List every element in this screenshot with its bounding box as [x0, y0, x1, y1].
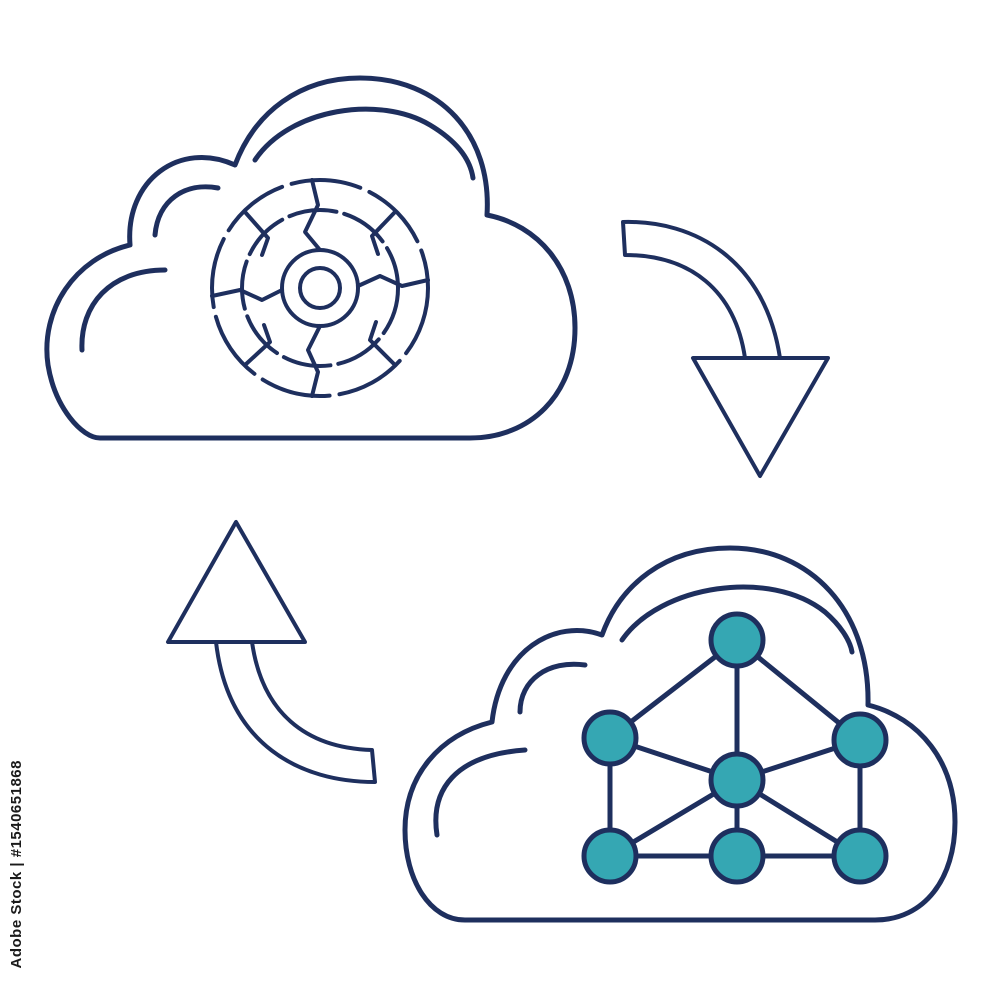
bottom-cloud-outline: [402, 545, 958, 923]
gear-crack-top: [303, 178, 322, 252]
stock-id-label: Adobe Stock | #1540651868: [8, 760, 25, 969]
gear-crack-diag-3: [243, 323, 272, 367]
arrow-down-icon: [621, 219, 830, 478]
top-cloud-highlight-1: [252, 106, 476, 181]
node-center: [708, 751, 766, 809]
network-edges: [607, 637, 863, 859]
node-bottom-right: [831, 827, 889, 885]
bottom-cloud-highlight-2: [517, 661, 588, 715]
bottom-cloud-highlight-3: [433, 747, 528, 838]
top-cloud-highlight-2: [152, 184, 221, 238]
gear-middle-ring: [240, 208, 400, 368]
arrow-down-shaft: [621, 219, 782, 360]
network-nodes: [581, 611, 889, 885]
node-bottom-left: [581, 827, 639, 885]
node-right: [831, 711, 889, 769]
bottom-cloud: [402, 545, 958, 923]
gear-crack-left: [210, 288, 284, 302]
arrow-down-head: [691, 356, 830, 478]
gear-crack-diag-4: [368, 320, 397, 367]
gear-inner-ring: [280, 248, 360, 328]
top-cloud-outline: [44, 75, 578, 441]
gear-core: [298, 266, 342, 310]
arrow-up-shaft: [214, 640, 377, 784]
top-cloud: [44, 75, 578, 441]
gear-crack-diag-2: [370, 210, 397, 256]
arrow-up-icon: [166, 520, 377, 784]
top-cloud-highlight-3: [79, 267, 168, 353]
arrow-up-head: [166, 520, 307, 644]
node-left: [581, 709, 639, 767]
bottom-cloud-highlight-1: [619, 584, 855, 655]
network-graph-icon: [581, 611, 889, 885]
gear-crack-diag-1: [243, 210, 270, 257]
node-top: [708, 611, 766, 669]
gear-outer-ring: [210, 178, 430, 398]
gear-crack-bottom: [306, 324, 322, 398]
gear-crack-right: [356, 274, 430, 288]
node-bottom-center: [708, 827, 766, 885]
broken-gear-icon: [210, 178, 430, 398]
